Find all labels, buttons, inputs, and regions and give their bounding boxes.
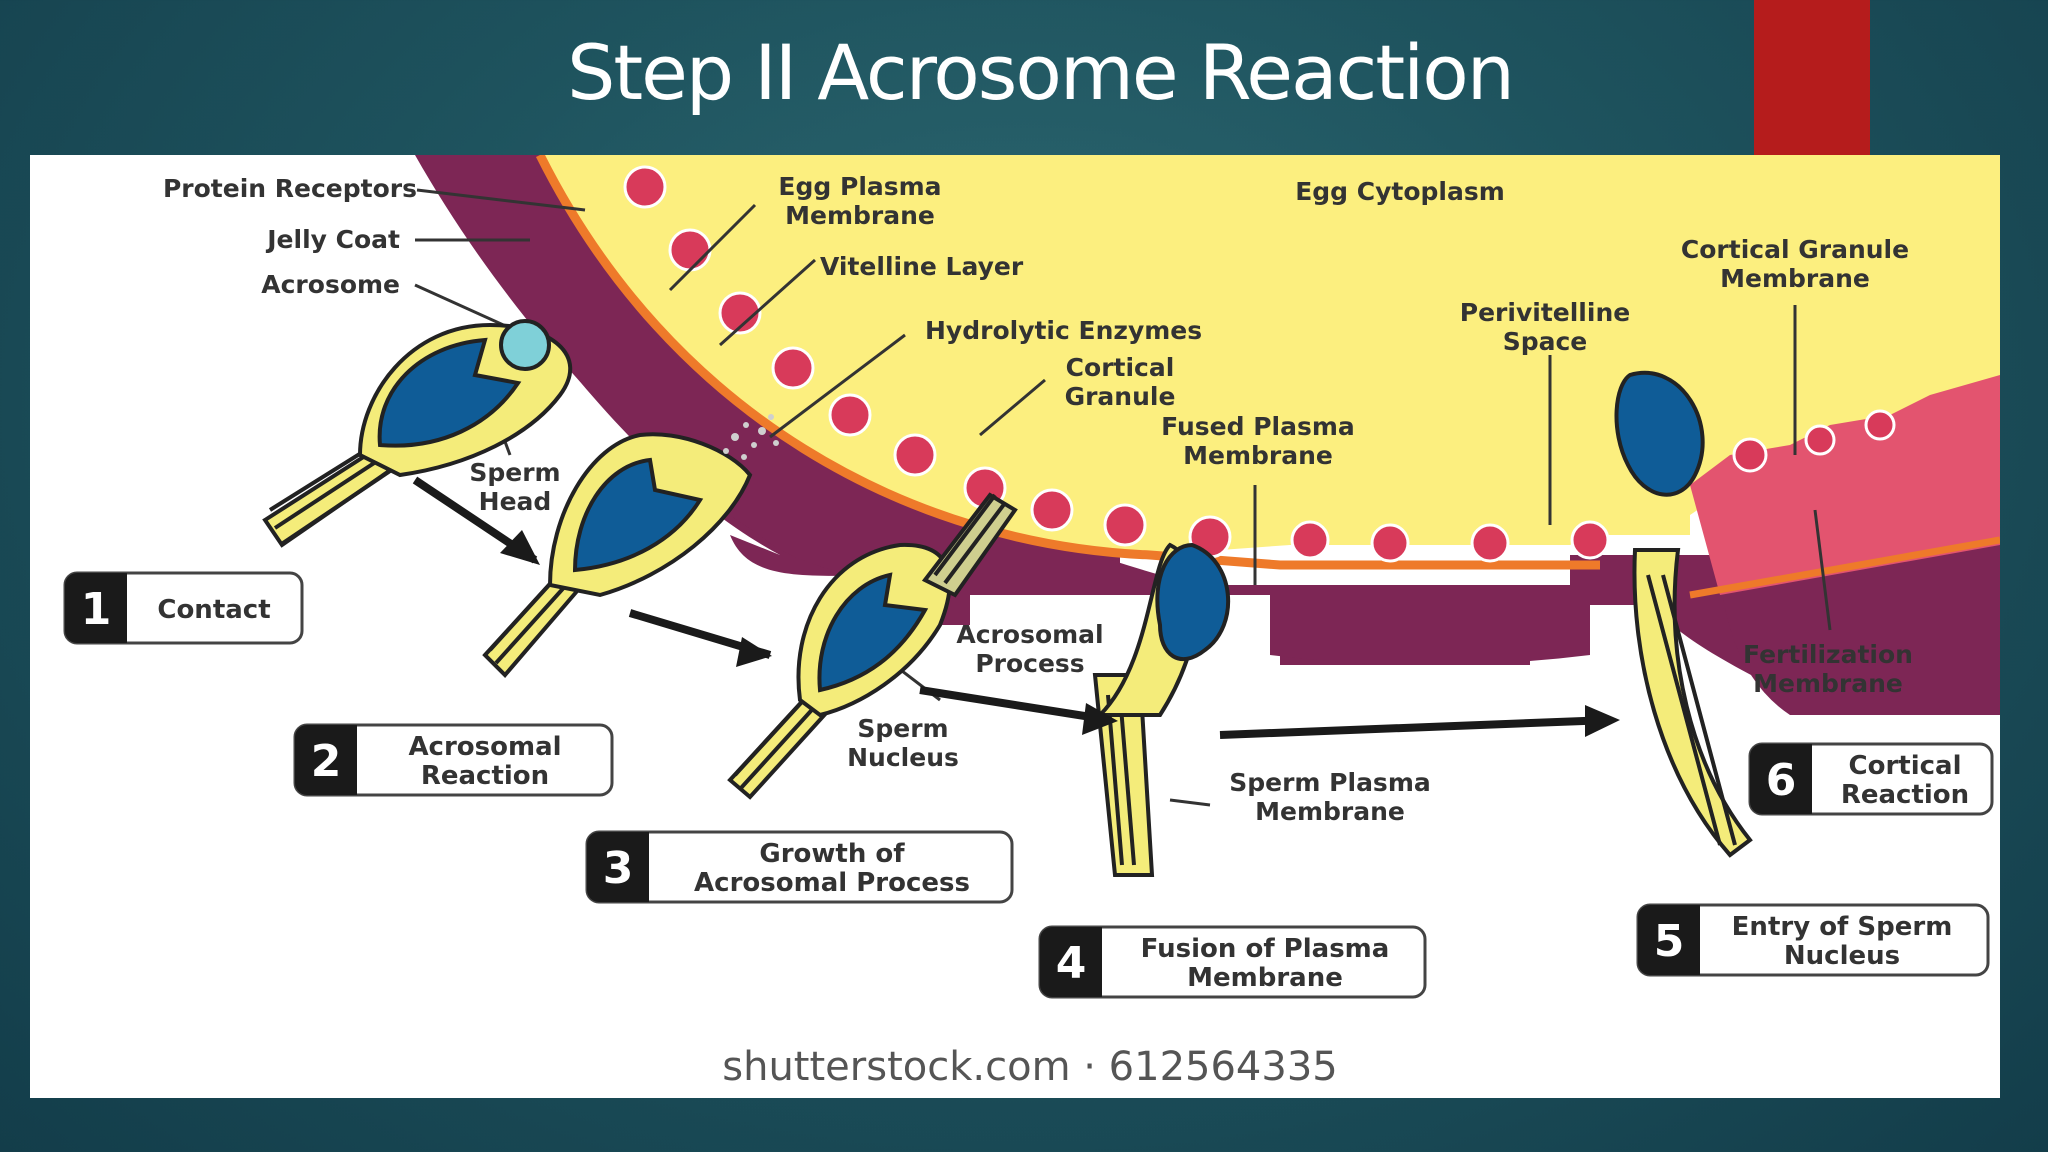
- enzyme-spray: [723, 414, 779, 460]
- label-sperm-nucleus-line1: Sperm: [857, 714, 948, 743]
- cortical-reaction-zone: [1690, 375, 2000, 595]
- step-badge-1: 1 Contact: [63, 571, 304, 645]
- fertilization-membrane-line: [1689, 536, 2000, 599]
- label-sperm-nucleus-line2: Nucleus: [847, 743, 959, 772]
- step-badge-2: 2 Acrosomal Reaction: [293, 723, 614, 797]
- step-label-line1: Fusion of Plasma: [1141, 934, 1390, 964]
- jelly-block-right: [1270, 585, 1590, 665]
- step-label-line2: Reaction: [421, 761, 549, 791]
- label-jelly-coat: Jelly Coat: [265, 225, 400, 254]
- step-badge-5: 5 Entry of Sperm Nucleus: [1636, 903, 1990, 977]
- step-label-line2: Reaction: [1841, 780, 1969, 810]
- diagram-panel: Protein Receptors Jelly Coat Acrosome Sp…: [30, 155, 2000, 1098]
- step-label-line2: Membrane: [1187, 963, 1343, 993]
- step-number: 1: [81, 584, 112, 635]
- label-cortical-granule-membrane-line1: Cortical Granule: [1681, 235, 1909, 264]
- sperm-acrosomal-reaction: [482, 414, 779, 678]
- label-vitelline-layer: Vitelline Layer: [820, 252, 1024, 281]
- label-egg-plasma-membrane-line1: Egg Plasma: [778, 172, 941, 201]
- watermark: shutterstock.com · 612564335: [722, 1044, 1337, 1090]
- step-number: 3: [603, 843, 634, 894]
- label-fertilization-membrane-line2: Membrane: [1753, 669, 1903, 698]
- step-label-line2: Nucleus: [1784, 941, 1900, 971]
- step-label-line1: Cortical: [1849, 751, 1962, 781]
- label-sperm-plasma-membrane-line2: Membrane: [1255, 797, 1405, 826]
- label-fertilization-membrane-line1: Fertilization: [1743, 640, 1913, 669]
- label-fused-plasma-membrane-line1: Fused Plasma: [1161, 412, 1355, 441]
- label-hydrolytic-enzymes: Hydrolytic Enzymes: [925, 316, 1202, 345]
- sperm-acrosomal-process: [727, 492, 1018, 800]
- step-label-line1: Acrosomal: [408, 732, 561, 762]
- label-cortical-granule-line1: Cortical: [1066, 353, 1175, 382]
- label-acrosome: Acrosome: [261, 270, 400, 299]
- label-egg-plasma-membrane-line2: Membrane: [785, 201, 935, 230]
- label-sperm-head-line2: Head: [479, 487, 552, 516]
- accent-bar: [1754, 0, 1870, 160]
- label-perivitelline-space-line2: Space: [1503, 327, 1588, 356]
- label-fused-plasma-membrane-line2: Membrane: [1183, 441, 1333, 470]
- step-number: 2: [311, 736, 342, 787]
- label-egg-cytoplasm: Egg Cytoplasm: [1295, 177, 1505, 206]
- step-label-line1: Entry of Sperm: [1732, 912, 1953, 942]
- egg-membrane-line: [535, 155, 1600, 570]
- step-badge-4: 4 Fusion of Plasma Membrane: [1038, 925, 1427, 999]
- acrosome-reaction-diagram: Protein Receptors Jelly Coat Acrosome Sp…: [63, 155, 2000, 1090]
- step-number: 5: [1654, 916, 1685, 967]
- step-badge-6: 6 Cortical Reaction: [1748, 742, 1994, 816]
- step-label-line1: Growth of: [759, 839, 905, 869]
- sperm-fusion: [1092, 542, 1231, 877]
- step-badge-3: 3 Growth of Acrosomal Process: [585, 830, 1014, 904]
- sperm-contact: [262, 319, 573, 548]
- label-cortical-granule-membrane-line2: Membrane: [1720, 264, 1870, 293]
- label-acrosomal-process-line2: Process: [975, 649, 1084, 678]
- label-protein-receptors: Protein Receptors: [163, 174, 417, 203]
- step-label: Contact: [157, 595, 270, 625]
- step-number: 6: [1766, 755, 1797, 806]
- label-sperm-head-line1: Sperm: [469, 458, 560, 487]
- label-perivitelline-space-line1: Perivitelline: [1460, 298, 1630, 327]
- label-sperm-plasma-membrane-line1: Sperm Plasma: [1229, 768, 1431, 797]
- step-number: 4: [1056, 938, 1087, 989]
- process-arrows: [412, 476, 1620, 739]
- label-cortical-granule-line2: Granule: [1065, 382, 1176, 411]
- slide-title: Step II Acrosome Reaction: [567, 28, 1515, 117]
- sperm-entry: [1614, 370, 1753, 858]
- step-label-line2: Acrosomal Process: [694, 868, 970, 898]
- label-acrosomal-process-line1: Acrosomal: [956, 620, 1103, 649]
